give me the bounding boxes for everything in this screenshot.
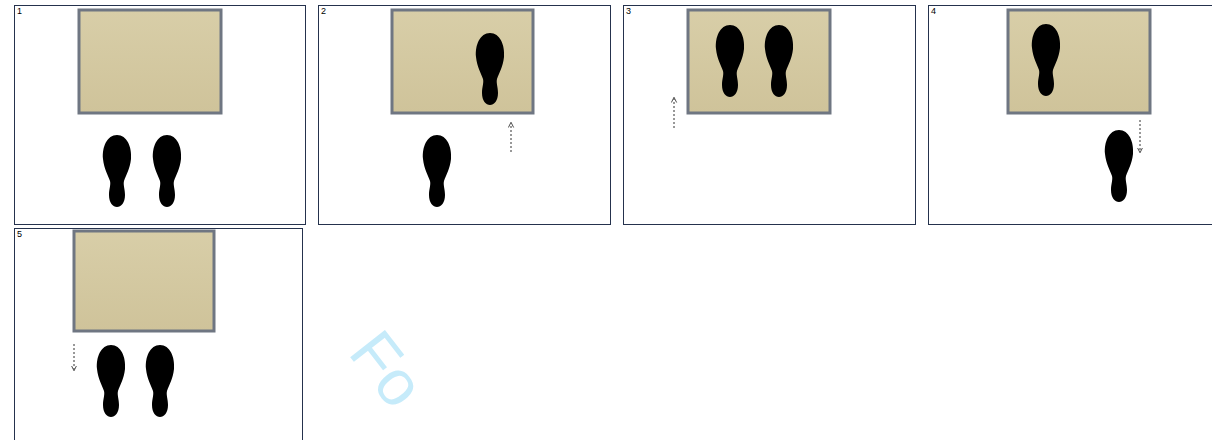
mat <box>79 10 221 113</box>
mats <box>74 10 1150 331</box>
footprint <box>765 25 793 97</box>
mat <box>74 231 214 331</box>
step-panel: 3 <box>623 5 916 225</box>
mat <box>688 10 830 113</box>
step-number: 1 <box>17 6 22 17</box>
footprint <box>97 345 125 417</box>
step-number: 3 <box>626 6 631 17</box>
footprint <box>146 345 174 417</box>
footprint <box>476 33 504 105</box>
watermark: Fo <box>337 318 438 420</box>
footprint <box>716 25 744 97</box>
footprints <box>97 24 1133 417</box>
footprint <box>1105 130 1133 202</box>
motion-arrow <box>1140 120 1141 151</box>
footprint <box>103 135 131 207</box>
footprint <box>1032 24 1060 96</box>
step-panel: 2 <box>318 5 611 225</box>
mat <box>1008 10 1150 113</box>
step-number: 5 <box>17 229 22 240</box>
motion-arrows <box>74 99 1140 369</box>
mat <box>392 10 533 113</box>
footprint <box>153 135 181 207</box>
motion-arrow <box>511 124 512 152</box>
step-number: 4 <box>931 6 936 17</box>
motion-arrow <box>74 344 75 369</box>
step-panel: 5 <box>14 228 303 440</box>
step-panel: 4 <box>928 5 1212 225</box>
motion-arrow <box>674 99 675 128</box>
footprint <box>423 135 451 207</box>
step-number: 2 <box>321 6 326 17</box>
step-panel: 1 <box>14 5 306 225</box>
